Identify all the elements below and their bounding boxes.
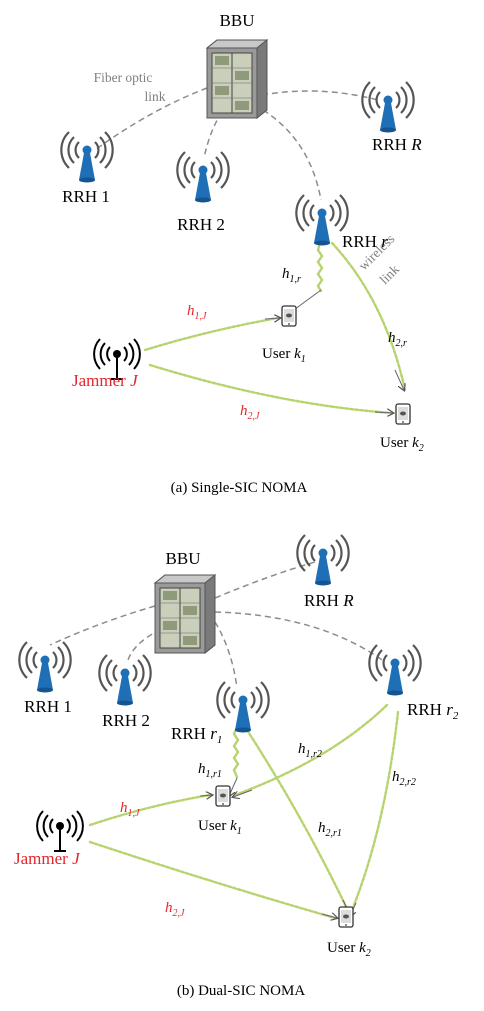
rrh-r-tower-icon [295,193,349,247]
wireless-links-b [88,703,400,920]
rrh-1-tower-icon-b [18,640,72,694]
panel-a: BBU Fiber optic link wireless link RRH 1… [60,11,424,496]
h1r1-label: h1,r1 [198,761,222,780]
panel-b: BBU RRH 1 RRH 2 RRH R RRH r1 RRH r2 User… [14,533,459,999]
bbu-rack-icon [206,39,268,119]
jammer-label-b: Jammer J [14,849,81,868]
rrh-r1-tower-icon-b [216,680,270,734]
wireless-links-a [143,241,407,415]
h2r1-label: h2,r1 [318,820,342,839]
jammer-label-a: Jammer J [72,371,139,390]
rrh-R-tower-icon [361,80,415,134]
user-k1-phone-icon [281,305,297,327]
h1r-label: h1,r [282,266,301,285]
wireless-label-line2: link [377,261,403,287]
rrh-2-label-a: RRH 2 [177,215,225,234]
rrh-r1-label-b: RRH r1 [171,724,222,746]
rrh-1-label-a: RRH 1 [62,187,110,206]
bbu-label-a: BBU [220,11,255,30]
rrh-1-label-b: RRH 1 [24,697,72,716]
rrh-r2-label-b: RRH r2 [407,700,459,722]
rrh-2-tower-icon-b [98,653,152,707]
h1J-label-b: h1,J [120,800,140,819]
user-k2-label-a: User k2 [380,435,424,454]
h1J-label-a: h1,J [187,303,207,322]
caption-a: (a) Single-SIC NOMA [171,480,308,496]
user-k1-label-b: User k1 [198,818,242,837]
user-k2-phone-icon-b [338,906,354,928]
rrh-r-label-a: RRH r [342,232,388,251]
h1r2-label: h1,r2 [298,741,322,760]
rrh-R-label-b: RRH R [304,591,354,610]
user-k1-phone-icon-b [215,785,231,807]
jammer-icon-b [36,810,84,852]
user-k2-label-b: User k2 [327,940,371,959]
user-k1-label-a: User k1 [262,346,306,365]
fiber-links-b [49,561,386,689]
h2J-label-b: h2,J [165,900,185,919]
caption-b: (b) Dual-SIC NOMA [177,983,305,999]
rrh-R-tower-icon-b [296,533,350,587]
user-k2-phone-icon [395,403,411,425]
bbu-rack-icon-b [154,574,216,654]
rrh-R-label-a: RRH R [372,135,422,154]
h2r2-label: h2,r2 [392,769,416,788]
rrh-r2-tower-icon-b [368,643,422,697]
h2J-label-a: h2,J [240,403,260,422]
rrh-2-tower-icon [176,150,230,204]
fiber-label-line2: link [144,89,165,104]
h2r-label: h2,r [388,330,407,349]
rrh-1-tower-icon [60,130,114,184]
bbu-label-b: BBU [166,549,201,568]
rrh-2-label-b: RRH 2 [102,711,150,730]
fiber-label-line1: Fiber optic [94,70,153,85]
